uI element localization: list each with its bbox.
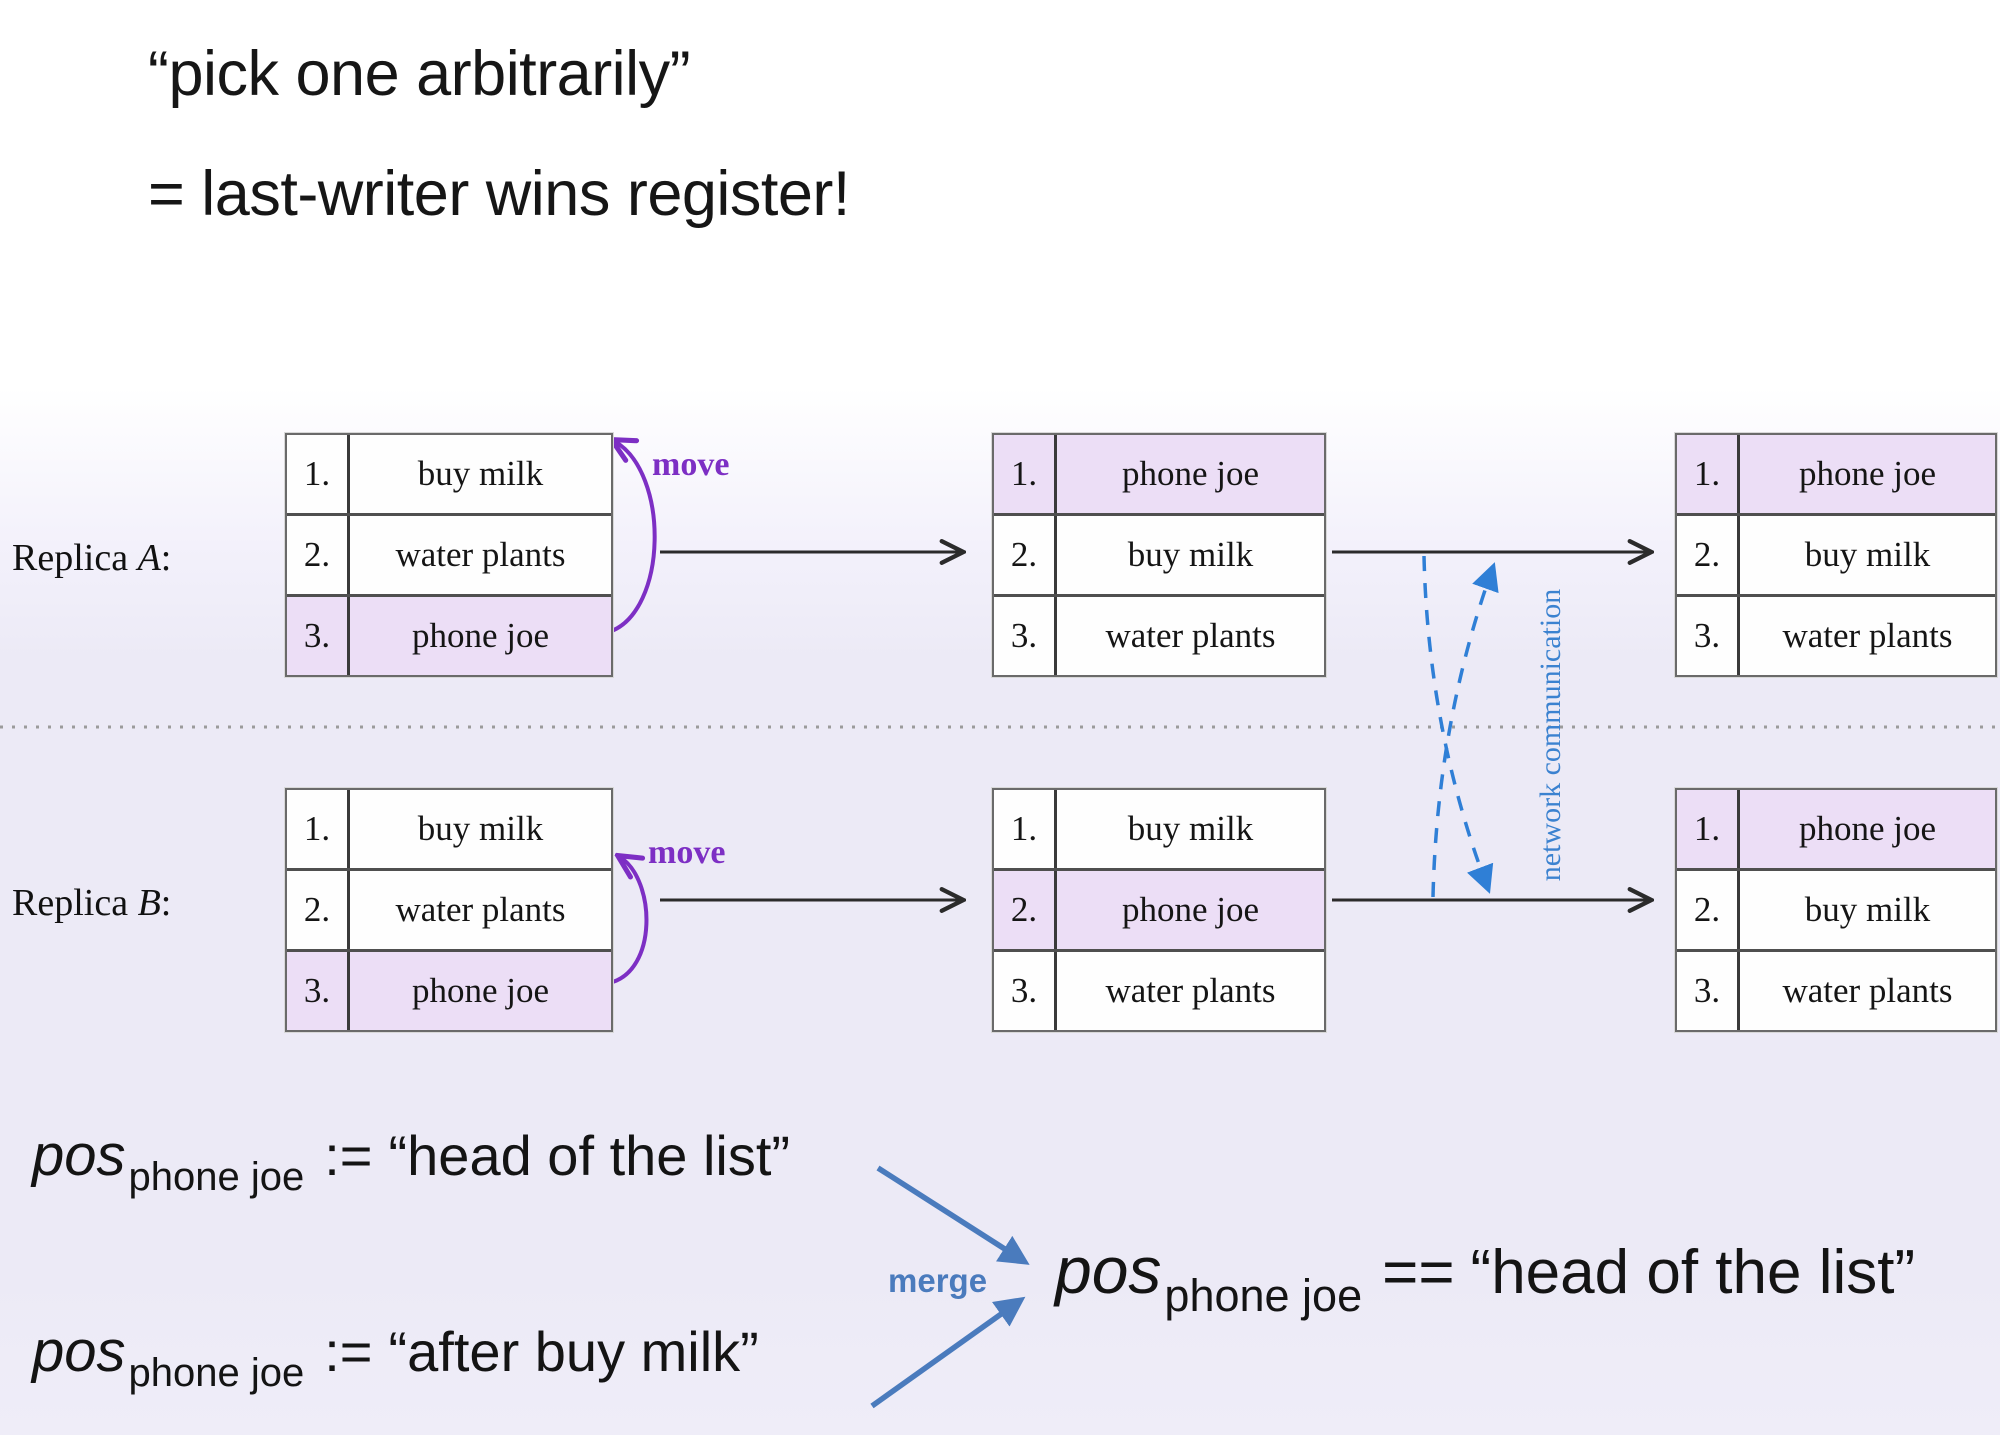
formula-operator: == xyxy=(1382,1238,1455,1307)
formula-operator: := xyxy=(324,1124,373,1187)
row-item: water plants xyxy=(1740,952,1995,1030)
row-item: phone joe xyxy=(350,597,611,675)
table-row: 2. water plants xyxy=(287,868,611,949)
replica-a-table-initial: 1. buy milk 2. water plants 3. phone joe xyxy=(285,433,613,677)
row-item: water plants xyxy=(1057,597,1324,675)
row-number: 2. xyxy=(1677,871,1740,949)
table-row: 3. water plants xyxy=(994,594,1324,675)
row-item: buy milk xyxy=(1057,516,1324,594)
row-number: 2. xyxy=(287,516,350,594)
replica-a-move-arrow xyxy=(609,441,657,634)
replica-a-label-word: Replica xyxy=(12,537,129,579)
row-item: water plants xyxy=(1057,952,1324,1030)
table-row: 2. buy milk xyxy=(994,513,1324,594)
row-item: buy milk xyxy=(1740,871,1995,949)
row-item: phone joe xyxy=(350,952,611,1030)
network-arrow-down xyxy=(1422,555,1494,894)
formula-variable: pos xyxy=(1055,1233,1162,1307)
title-line-1: “pick one arbitrarily” xyxy=(148,39,691,109)
replica-b-label-colon: : xyxy=(160,882,172,924)
replica-b-table-after-move: 1. buy milk 2. phone joe 3. water plants xyxy=(992,788,1326,1032)
replica-a-table-after-move: 1. phone joe 2. buy milk 3. water plants xyxy=(992,433,1326,677)
title-line-2: = last-writer wins register! xyxy=(148,159,850,229)
formula-subscript: phone joe xyxy=(128,1351,305,1395)
table-row: 1. phone joe xyxy=(1677,435,1995,513)
row-number: 3. xyxy=(994,597,1057,675)
row-item: phone joe xyxy=(1057,435,1324,513)
row-number: 2. xyxy=(1677,516,1740,594)
row-item: buy milk xyxy=(1740,516,1995,594)
row-item: phone joe xyxy=(1740,435,1995,513)
row-number: 3. xyxy=(287,597,350,675)
table-row: 3. water plants xyxy=(1677,594,1995,675)
formula-value: “head of the list” xyxy=(1470,1238,1916,1307)
formula-subscript: phone joe xyxy=(128,1155,305,1199)
replica-b-table-final: 1. phone joe 2. buy milk 3. water plants xyxy=(1675,788,1997,1032)
formula-value: “head of the list” xyxy=(388,1124,791,1187)
row-item: buy milk xyxy=(350,435,611,513)
table-row: 1. phone joe xyxy=(994,435,1324,513)
table-row: 2. water plants xyxy=(287,513,611,594)
replica-b-table-initial: 1. buy milk 2. water plants 3. phone joe xyxy=(285,788,613,1032)
replica-a-label: Replica A: xyxy=(12,536,171,580)
row-number: 3. xyxy=(994,952,1057,1030)
network-arrow-up xyxy=(1431,562,1499,898)
slide-title: “pick one arbitrarily” = last-writer win… xyxy=(148,14,850,254)
row-item: water plants xyxy=(350,871,611,949)
replica-b-label-letter: B xyxy=(137,882,161,924)
row-item: water plants xyxy=(350,516,611,594)
replica-b-move-arrow xyxy=(608,857,649,985)
replica-a-table-final: 1. phone joe 2. buy milk 3. water plants xyxy=(1675,433,1997,677)
row-item: water plants xyxy=(1740,597,1995,675)
formula-variable: pos xyxy=(32,1123,126,1188)
row-number: 1. xyxy=(994,790,1057,868)
formula-operator: := xyxy=(324,1320,373,1383)
row-item: buy milk xyxy=(1057,790,1324,868)
row-number: 3. xyxy=(1677,597,1740,675)
table-row: 3. water plants xyxy=(994,949,1324,1030)
row-number: 2. xyxy=(994,871,1057,949)
row-item: phone joe xyxy=(1740,790,1995,868)
replica-b-move-label: move xyxy=(648,834,726,871)
row-item: buy milk xyxy=(350,790,611,868)
row-number: 3. xyxy=(287,952,350,1030)
row-number: 1. xyxy=(994,435,1057,513)
row-number: 3. xyxy=(1677,952,1740,1030)
formula-value: “after buy milk” xyxy=(388,1320,759,1383)
replica-a-label-colon: : xyxy=(160,537,172,579)
row-number: 1. xyxy=(1677,435,1740,513)
replica-b-label-word: Replica xyxy=(12,882,129,924)
row-number: 1. xyxy=(287,435,350,513)
merge-label: merge xyxy=(888,1262,988,1299)
table-row: 3. phone joe xyxy=(287,594,611,675)
table-row: 2. buy milk xyxy=(1677,513,1995,594)
table-row: 1. phone joe xyxy=(1677,790,1995,868)
merge-arrow-top xyxy=(876,1165,1030,1265)
formula-subscript: phone joe xyxy=(1164,1270,1363,1321)
replica-a-move-label: move xyxy=(652,446,730,483)
row-number: 1. xyxy=(1677,790,1740,868)
row-number: 2. xyxy=(994,516,1057,594)
table-row: 1. buy milk xyxy=(287,790,611,868)
row-number: 1. xyxy=(287,790,350,868)
table-row: 1. buy milk xyxy=(287,435,611,513)
table-row: 2. buy milk xyxy=(1677,868,1995,949)
table-row: 3. phone joe xyxy=(287,949,611,1030)
table-row: 1. buy milk xyxy=(994,790,1324,868)
network-communication-label: network communication xyxy=(1534,588,1567,882)
replica-a-label-letter: A xyxy=(137,537,161,579)
row-number: 2. xyxy=(287,871,350,949)
table-row: 2. phone joe xyxy=(994,868,1324,949)
row-item: phone joe xyxy=(1057,871,1324,949)
table-row: 3. water plants xyxy=(1677,949,1995,1030)
replica-b-label: Replica B: xyxy=(12,881,171,925)
merge-arrow-bottom xyxy=(870,1296,1026,1409)
formula-variable: pos xyxy=(32,1319,126,1384)
